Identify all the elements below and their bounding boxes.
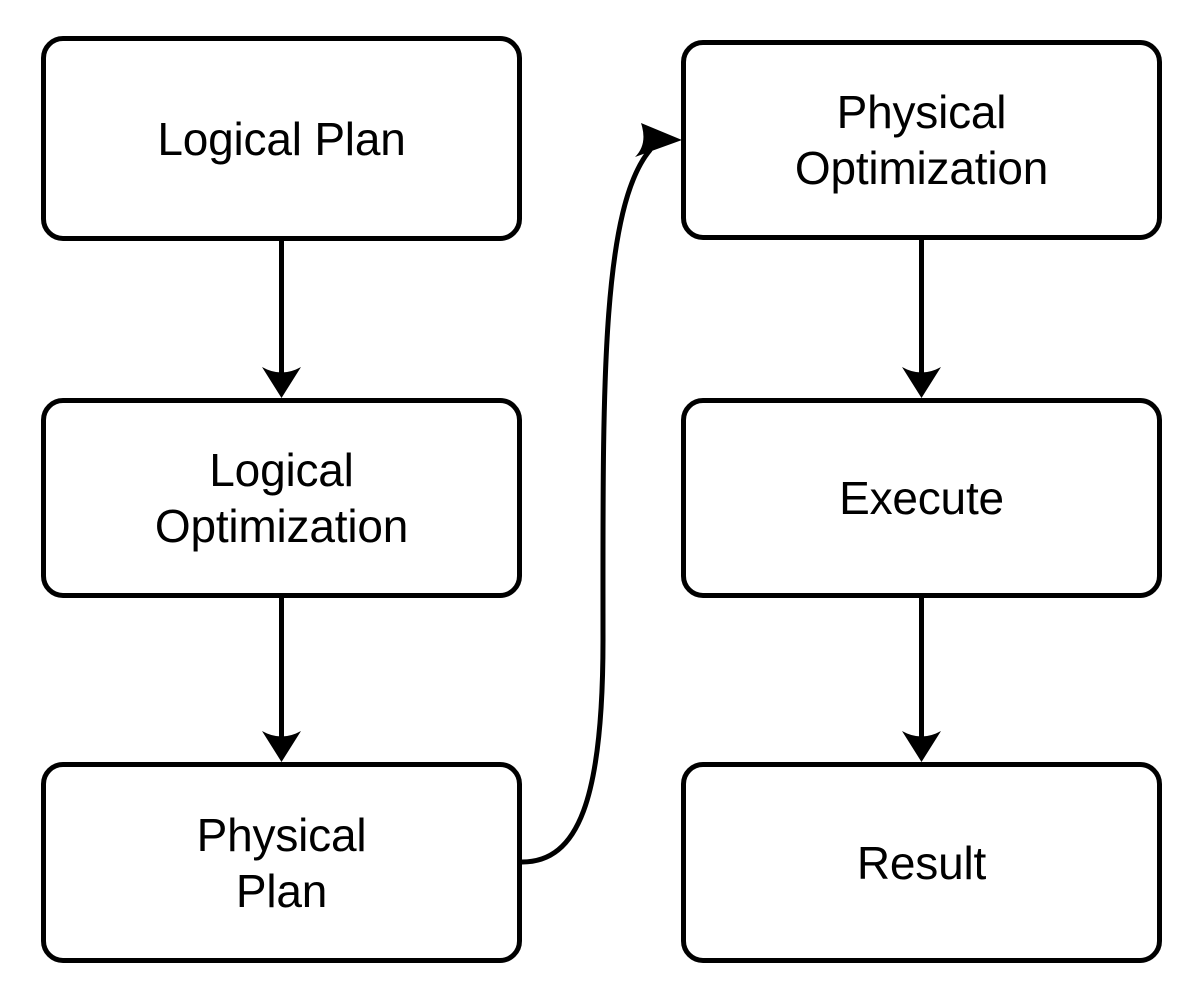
node-result[interactable]: Result bbox=[681, 762, 1162, 963]
node-physical-optimization[interactable]: Physical Optimization bbox=[681, 40, 1162, 240]
node-physical-plan[interactable]: Physical Plan bbox=[41, 762, 522, 963]
edge-physical-plan-to-physical-optimization bbox=[519, 123, 682, 865]
edge-physical-optimization-to-execute bbox=[902, 240, 941, 398]
node-physical-plan-label: Physical Plan bbox=[196, 808, 367, 917]
node-logical-optimization-label: Logical Optimization bbox=[154, 444, 409, 552]
node-execute-label: Execute bbox=[839, 472, 1004, 524]
edge-execute-to-result bbox=[902, 598, 941, 762]
node-logical-plan[interactable]: Logical Plan bbox=[41, 36, 522, 241]
node-execute[interactable]: Execute bbox=[681, 398, 1162, 598]
node-logical-plan-label: Logical Plan bbox=[157, 112, 406, 165]
node-physical-optimization-label: Physical Optimization bbox=[794, 86, 1049, 194]
node-logical-optimization[interactable]: Logical Optimization bbox=[41, 398, 522, 598]
edge-logical-optimization-to-physical-plan bbox=[262, 598, 301, 762]
node-result-label: Result bbox=[856, 836, 987, 889]
edge-logical-plan-to-logical-optimization bbox=[262, 241, 301, 398]
